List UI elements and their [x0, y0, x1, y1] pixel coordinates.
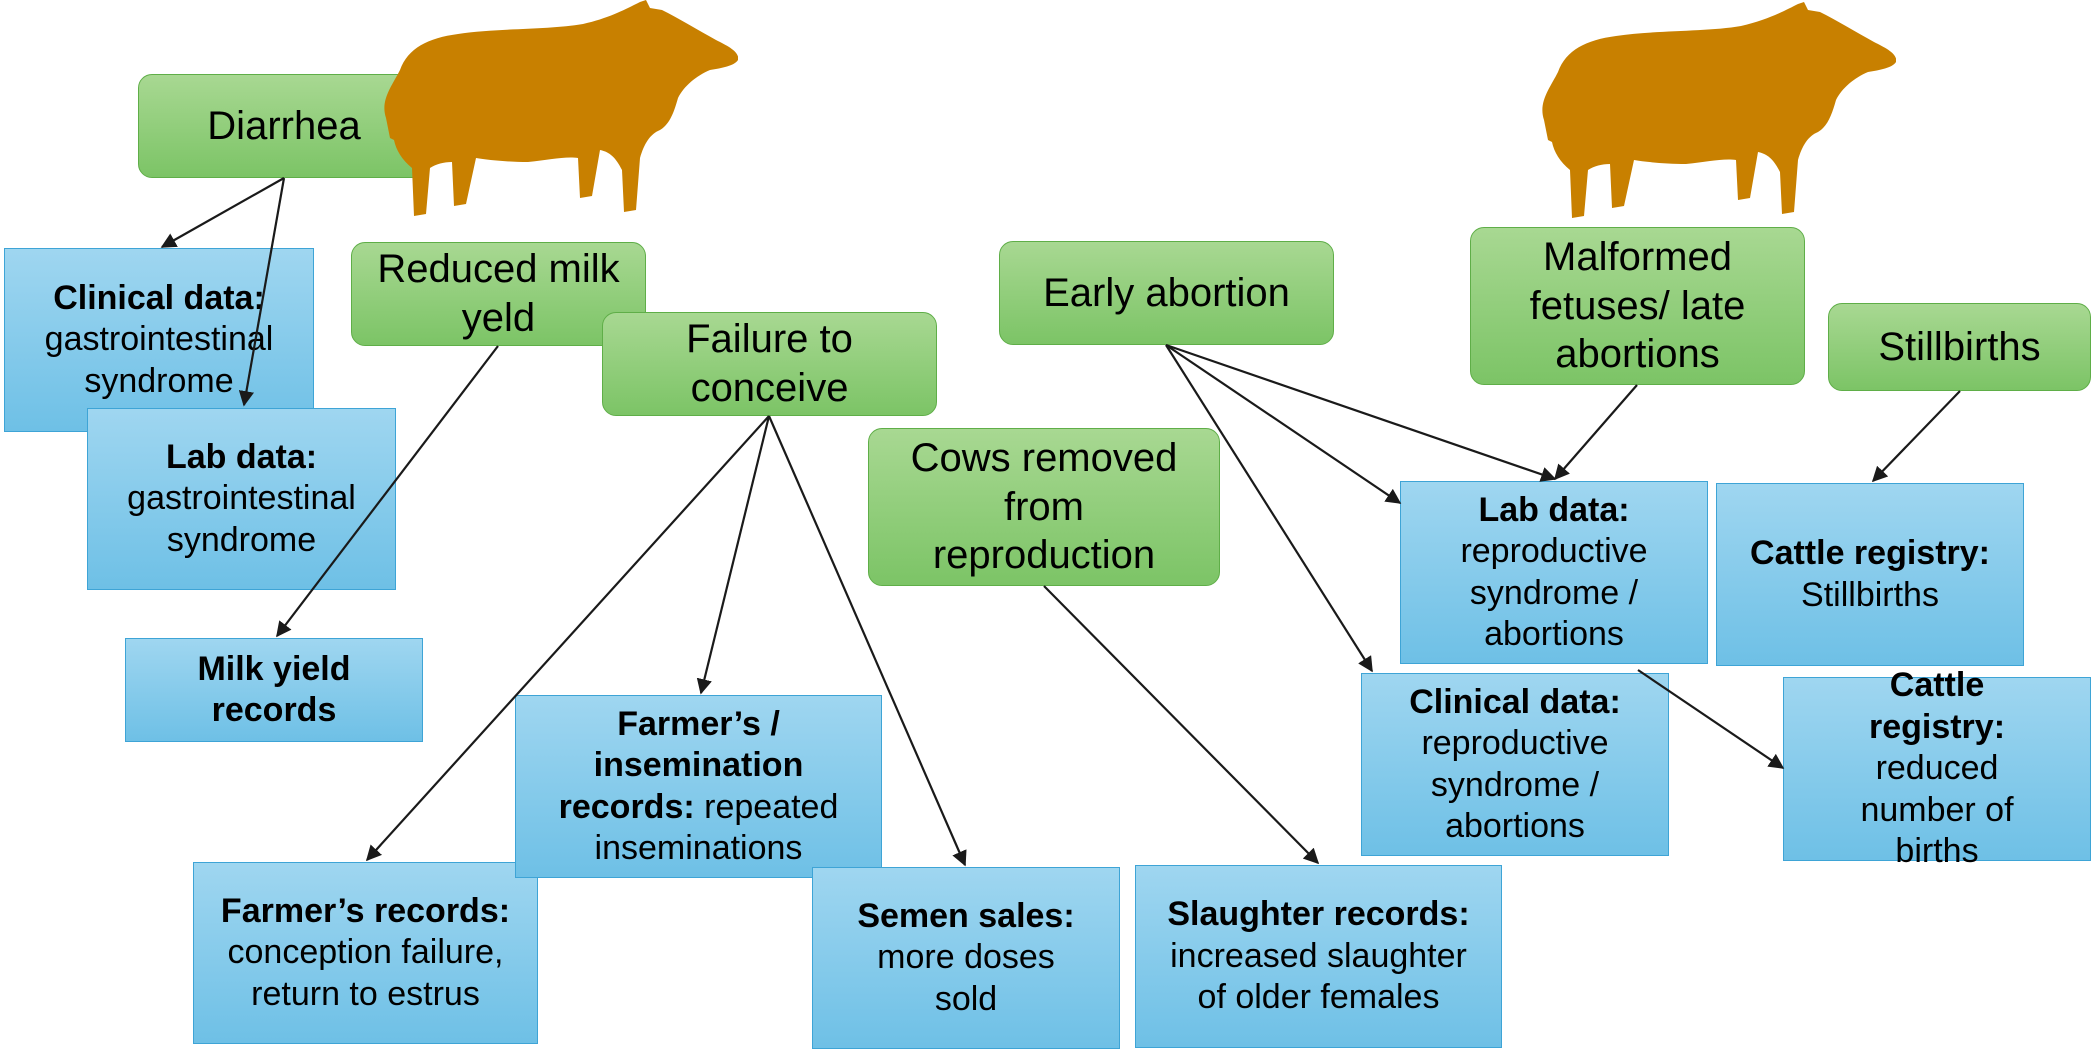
symptom-stillbirths: Stillbirths — [1828, 303, 2091, 391]
symptom-label: Cows removed from reproduction — [910, 435, 1178, 578]
arrow-stillbirths-to-registry — [1871, 390, 1961, 483]
symptom-label: Stillbirths — [1878, 324, 2041, 369]
data-source-detail: reproductive syndrome / abortions — [1460, 532, 1648, 653]
data-farmers-records: Farmer’s records: conception failure, re… — [193, 862, 538, 1044]
data-source-heading: Milk yield records — [197, 649, 351, 729]
data-source-detail: reproductive syndrome / abortions — [1421, 724, 1609, 845]
data-source-heading: Farmer’s records: — [220, 891, 511, 930]
data-lab-gastrointestinal: Lab data: gastrointestinal syndrome — [87, 408, 396, 590]
arrow-malformed-to-lab — [1553, 384, 1638, 481]
data-source-heading: Clinical data: — [53, 278, 265, 317]
data-source-detail: conception failure, return to estrus — [227, 933, 504, 1013]
data-semen-sales: Semen sales: more doses sold — [812, 867, 1120, 1049]
data-source-heading: Lab data: — [165, 437, 318, 476]
data-source-heading: Clinical data: — [1409, 682, 1621, 721]
symptom-label: Diarrhea — [207, 103, 361, 148]
data-source-heading: Semen sales: — [857, 896, 1075, 935]
arrow-removed-to-slaughter — [1043, 585, 1320, 865]
data-cattle-registry-births: Cattle registry: reduced number of birth… — [1783, 666, 2091, 870]
data-source-detail: increased slaughter of older females — [1170, 936, 1467, 1017]
data-insemination-records: Farmer’s / insemination records: repeate… — [515, 695, 882, 878]
data-source-detail: gastrointestinal syndrome — [44, 320, 274, 400]
symptom-diarrhea: Diarrhea — [138, 74, 430, 178]
data-milk-yield-records: Milk yield records — [125, 638, 423, 742]
data-source-detail: more doses sold — [877, 938, 1055, 1018]
data-source-heading: Lab data: — [1478, 490, 1630, 529]
symptom-cows-removed: Cows removed from reproduction — [868, 428, 1220, 586]
symptom-early-abortion: Early abortion — [999, 241, 1334, 345]
data-source-heading: Cattle registry: — [1750, 534, 1990, 573]
data-source-text: Farmer’s / insemination records: repeate… — [536, 704, 861, 870]
symptom-malformed-fetuses: Malformed fetuses/ late abortions — [1470, 227, 1805, 385]
data-cattle-registry-stillbirths: Cattle registry: Stillbirths — [1716, 483, 2024, 666]
data-clinical-gastrointestinal: Clinical data: gastrointestinal syndrome — [4, 248, 314, 432]
data-source-heading: Slaughter records: — [1167, 895, 1470, 934]
symptom-label: Early abortion — [1043, 270, 1290, 315]
arrow-conceive-to-insemination — [696, 415, 771, 695]
data-lab-reproductive: Lab data: reproductive syndrome / aborti… — [1400, 481, 1708, 664]
symptom-label: Failure to conceive — [686, 317, 853, 410]
symptom-label: Reduced milk yeld — [377, 247, 620, 340]
data-source-detail: Stillbirths — [1801, 575, 1939, 614]
arrow-diarrhea-to-clinical — [160, 177, 285, 248]
symptom-failure-to-conceive: Failure to conceive — [602, 312, 937, 416]
cow-silhouette-icon — [1542, 2, 1896, 218]
cow-silhouette-icon — [384, 0, 738, 216]
data-slaughter-records: Slaughter records: increased slaughter o… — [1135, 865, 1502, 1048]
data-clinical-reproductive: Clinical data: reproductive syndrome / a… — [1361, 673, 1669, 856]
symptom-label: Malformed fetuses/ late abortions — [1529, 234, 1746, 377]
data-source-heading: Cattle registry: — [1868, 666, 2006, 746]
data-source-detail: reduced number of births — [1860, 749, 2014, 871]
data-source-detail: gastrointestinal syndrome — [127, 479, 356, 559]
